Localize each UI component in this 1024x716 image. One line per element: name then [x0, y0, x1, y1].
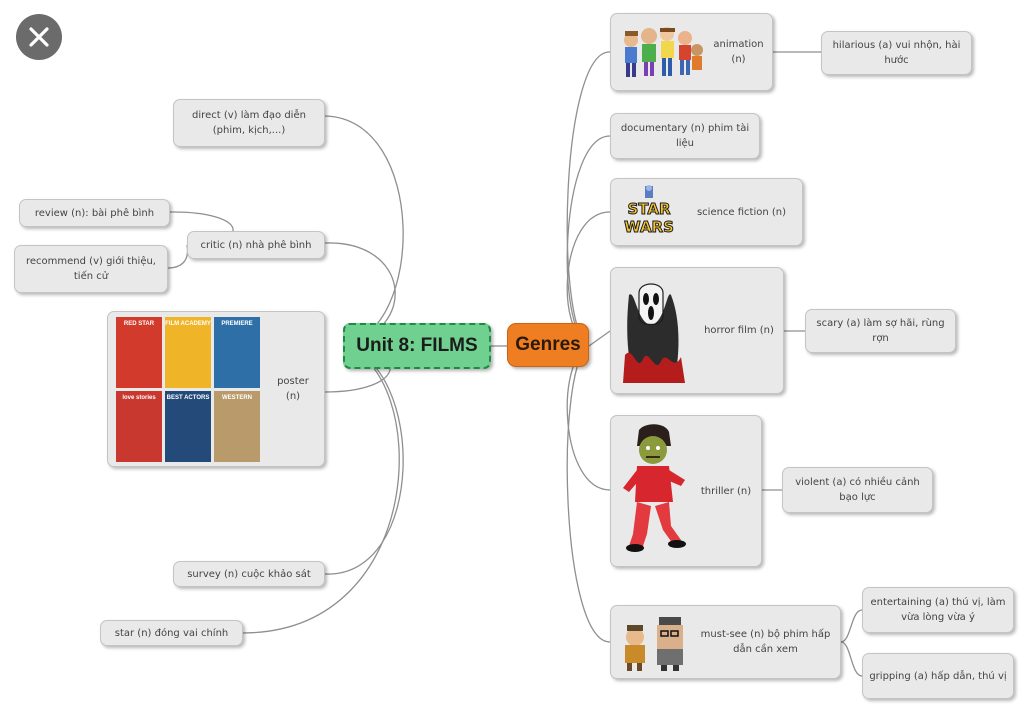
node-entertaining[interactable]: entertaining (a) thú vị, làm vừa lòng vừ… [862, 587, 1014, 633]
node-science-fiction-label: science fiction (n) [696, 206, 787, 218]
poster-title: PREMIERE [221, 320, 253, 327]
movie-posters-image: RED STAR FILM ACADEMY PREMIERE love stor… [116, 316, 260, 462]
poster-title: FILM ACADEMY [165, 320, 211, 327]
node-hilarious[interactable]: hilarious (a) vui nhộn, hài hước [821, 31, 972, 75]
node-scary[interactable]: scary (a) làm sợ hãi, rùng rợn [805, 309, 956, 353]
node-recommend[interactable]: recommend (v) giới thiệu, tiến cử [14, 245, 168, 293]
star-wars-logo-line1: STAR [627, 200, 670, 218]
close-button[interactable] [16, 14, 62, 60]
up-movie-characters-image [625, 617, 683, 671]
node-must-see[interactable]: must-see (n) bộ phim hấp dẫn cần xem [610, 605, 841, 679]
node-direct[interactable]: direct (v) làm đạo diễn (phim, kịch,...) [173, 99, 325, 147]
node-star[interactable]: star (n) đóng vai chính [100, 620, 243, 646]
poster-thumbnail: love stories [116, 390, 162, 462]
node-review[interactable]: review (n): bài phê bình [19, 199, 170, 227]
node-must-see-label: must-see (n) bộ phim hấp dẫn cần xem [700, 629, 831, 655]
node-poster[interactable]: RED STAR FILM ACADEMY PREMIERE love stor… [107, 311, 325, 467]
node-animation[interactable]: animation (n) [610, 13, 773, 91]
toy-story-characters-image [624, 27, 703, 77]
node-science-fiction[interactable]: STAR WARS science fiction (n) [610, 178, 803, 246]
poster-title: love stories [122, 394, 156, 401]
poster-thumbnail: BEST ACTORS [165, 390, 211, 462]
poster-thumbnail: WESTERN [214, 390, 260, 462]
poster-title: RED STAR [123, 320, 155, 327]
node-thriller-label: thriller (n) [700, 485, 752, 497]
close-icon [29, 27, 49, 47]
node-violent[interactable]: violent (a) có nhiều cảnh bạo lực [782, 467, 933, 513]
poster-thumbnail: FILM ACADEMY [165, 316, 211, 388]
node-thriller[interactable]: thriller (n) [610, 415, 762, 567]
poster-thumbnail: RED STAR [116, 316, 162, 388]
dancing-zombie-figure-image [623, 424, 686, 552]
star-wars-logo-image: STAR WARS [624, 185, 674, 237]
central-topic[interactable]: Unit 8: FILMS [343, 323, 491, 369]
node-critic[interactable]: critic (n) nhà phê bình [187, 231, 325, 259]
node-documentary[interactable]: documentary (n) phim tài liệu [610, 113, 760, 159]
poster-title: BEST ACTORS [166, 394, 210, 401]
node-horror[interactable]: horror film (n) [610, 267, 784, 394]
genres-topic[interactable]: Genres [507, 323, 589, 367]
poster-title: WESTERN [222, 394, 252, 401]
node-animation-label: animation (n) [713, 39, 764, 65]
node-gripping[interactable]: gripping (a) hấp dẫn, thú vị [862, 653, 1014, 699]
node-survey[interactable]: survey (n) cuộc khảo sát [173, 561, 325, 587]
scream-mask-figure-image [623, 282, 685, 383]
node-horror-label: horror film (n) [704, 325, 774, 336]
poster-thumbnail: PREMIERE [214, 316, 260, 388]
star-wars-logo-line2: WARS [624, 218, 674, 236]
node-poster-label: poster (n) [277, 376, 309, 402]
